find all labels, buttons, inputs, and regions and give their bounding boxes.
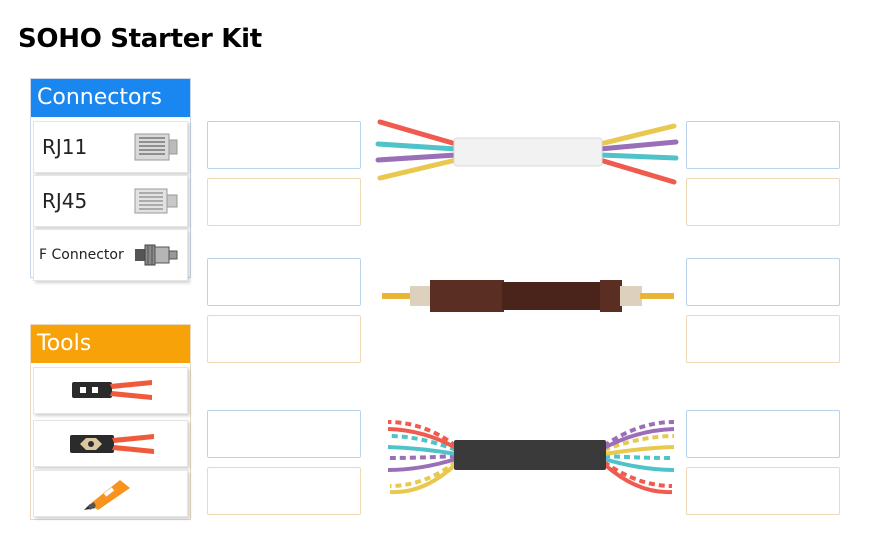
drop-slot-left-2-connector[interactable] xyxy=(207,258,361,306)
drop-slot-right-1-tool[interactable] xyxy=(686,178,840,226)
drop-slot-left-1-connector[interactable] xyxy=(207,121,361,169)
drop-slot-right-3-connector[interactable] xyxy=(686,410,840,458)
telephone-cable xyxy=(375,119,679,185)
rj11-connector-icon xyxy=(134,133,178,161)
coax-crimper-tool-item[interactable] xyxy=(33,420,188,467)
page-title: SOHO Starter Kit xyxy=(18,24,262,54)
drop-slot-left-2-tool[interactable] xyxy=(207,315,361,363)
drop-slot-right-1-connector[interactable] xyxy=(686,121,840,169)
rj45-label: RJ45 xyxy=(42,189,88,213)
connectors-panel-header: Connectors xyxy=(31,79,190,117)
crimper-tool-icon xyxy=(71,379,152,400)
tools-panel: Tools xyxy=(30,324,191,520)
tools-panel-header: Tools xyxy=(31,325,190,363)
drop-slot-right-3-tool[interactable] xyxy=(686,467,840,515)
drop-slot-left-3-connector[interactable] xyxy=(207,410,361,458)
drop-slot-left-3-tool[interactable] xyxy=(207,467,361,515)
crimper-tool-item[interactable] xyxy=(33,367,188,414)
coax-crimper-tool-icon xyxy=(69,433,154,454)
rj11-connector-item[interactable]: RJ11 xyxy=(33,121,188,173)
drop-slot-right-2-tool[interactable] xyxy=(686,315,840,363)
connectors-panel: Connectors RJ11 RJ45 F Connector xyxy=(30,78,191,281)
drop-slot-right-2-connector[interactable] xyxy=(686,258,840,306)
twisted-pair-cable xyxy=(387,420,675,495)
rj45-connector-item[interactable]: RJ45 xyxy=(33,175,188,227)
coaxial-cable xyxy=(382,280,674,312)
drop-slot-left-1-tool[interactable] xyxy=(207,178,361,226)
f-connector-icon xyxy=(135,244,178,266)
rj45-connector-icon xyxy=(134,188,178,214)
punch-down-tool-item[interactable] xyxy=(33,470,188,517)
f-connector-item[interactable]: F Connector xyxy=(33,229,188,281)
punch-down-tool-icon xyxy=(83,479,130,510)
f-connector-label: F Connector xyxy=(39,247,124,263)
rj11-label: RJ11 xyxy=(42,135,88,159)
